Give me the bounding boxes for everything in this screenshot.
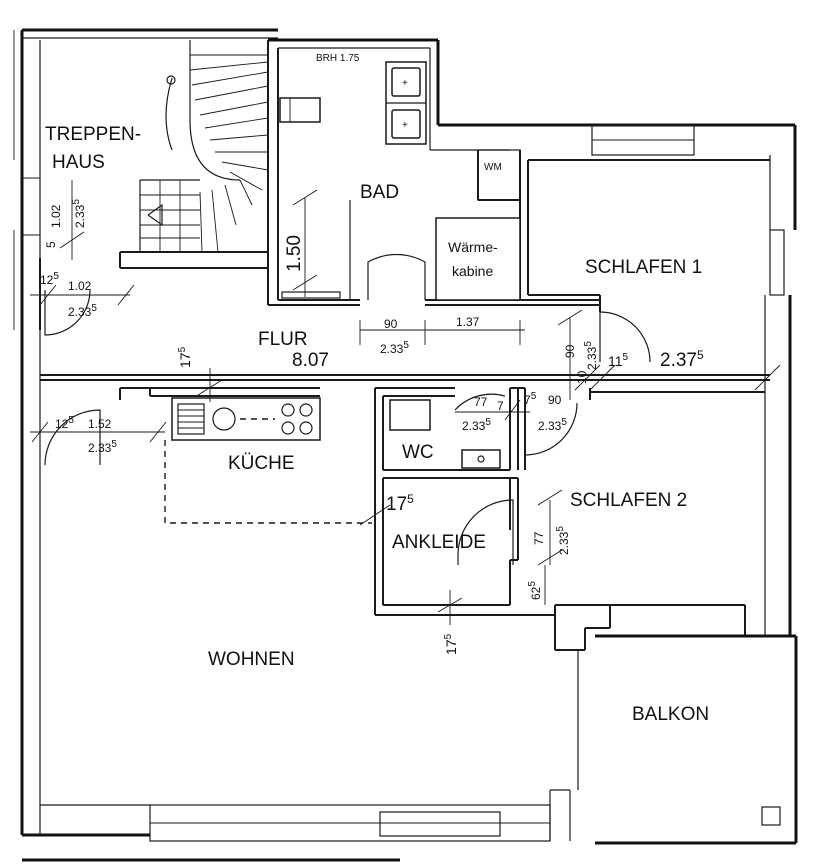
label-waermekabine-2: kabine [452, 263, 493, 279]
room-label-kueche: KÜCHE [228, 453, 295, 474]
dimension-labels: 1.02 2.335 5 125 1.02 2.335 1.50 90 2.33… [40, 199, 704, 655]
dim-door1-offset: 125 [40, 271, 59, 287]
dim-wc-door-height: 2.335 [462, 417, 491, 433]
dim-left-door-offset: 125 [55, 415, 74, 431]
room-label-schlafen2: SCHLAFEN 2 [570, 490, 687, 511]
dim-s1-wall-height: 2.375 [660, 348, 704, 371]
dim-s1-door-height: 2.335 [583, 341, 599, 370]
dim-wall-17-bottom: 175 [443, 633, 459, 655]
dim-ankleide-door-width: 77 [532, 531, 546, 545]
dim-flur-door-width: 90 [384, 317, 398, 331]
dim-s1-wall: 115 [608, 352, 629, 369]
staircase [139, 40, 269, 253]
room-label-wc: WC [402, 442, 434, 463]
kitchen-fixtures [164, 397, 372, 524]
interior-walls [39, 40, 770, 651]
dim-left-door-height: 2.335 [88, 439, 117, 455]
dim-s2-door-offset: 75 [524, 391, 537, 407]
room-labels: TREPPEN- HAUS BAD SCHLAFEN 1 FLUR 8.07 K… [45, 124, 709, 725]
dim-ankleide-door-height: 2.335 [555, 526, 571, 555]
exterior-walls [13, 28, 797, 862]
room-label-ankleide: ANKLEIDE [392, 532, 486, 553]
svg-text:+: + [402, 78, 408, 89]
dim-ankleide-sill: 625 [527, 581, 543, 600]
dim-door1-height: 2.335 [68, 303, 97, 319]
room-label-flur-area: 8.07 [292, 350, 329, 371]
dim-s1-door-width: 90 [563, 344, 577, 358]
room-label-balkon: BALKON [632, 704, 709, 725]
room-label-treppenhaus-2: HAUS [52, 152, 105, 173]
dim-door1-width: 1.02 [68, 279, 92, 293]
label-brh: BRH 1.75 [316, 53, 360, 64]
room-label-schlafen1: SCHLAFEN 1 [585, 257, 702, 278]
dim-left-door-width: 1.52 [88, 417, 112, 431]
dim-bad-wall: 1.50 [284, 235, 305, 272]
dim-stair-width: 1.02 [49, 204, 63, 228]
dim-stair-height: 2.335 [71, 199, 87, 228]
fixture-labels: BRH 1.75 WM Wärme- kabine [316, 53, 502, 279]
balcony-frame [577, 634, 798, 845]
wc-fixtures [389, 399, 501, 469]
dim-s2-door-width: 90 [548, 393, 562, 407]
bath-fixtures: + + [279, 61, 521, 300]
room-label-flur: FLUR [258, 329, 308, 350]
dim-stair-sill: 5 [44, 241, 58, 248]
room-label-treppenhaus-1: TREPPEN- [45, 124, 141, 145]
dim-wall-17-top: 175 [177, 346, 193, 368]
dim-ankleide-wall: 175 [386, 492, 414, 515]
dim-flur-door-height: 2.335 [380, 340, 409, 356]
dim-wc-gap: 7 [497, 399, 504, 413]
svg-text:+: + [402, 120, 408, 131]
dim-s1-gap: 10 [575, 370, 589, 384]
room-label-wohnen: WOHNEN [208, 649, 295, 670]
doors [44, 289, 651, 565]
dim-flur-span: 1.37 [456, 315, 480, 329]
room-label-bad: BAD [360, 182, 399, 203]
dim-s2-door-height: 2.335 [538, 417, 567, 433]
dim-wc-door-width: 77 [474, 395, 488, 409]
label-wm: WM [484, 162, 502, 173]
label-waermekabine-1: Wärme- [448, 239, 498, 255]
dimension-lines [30, 180, 781, 625]
